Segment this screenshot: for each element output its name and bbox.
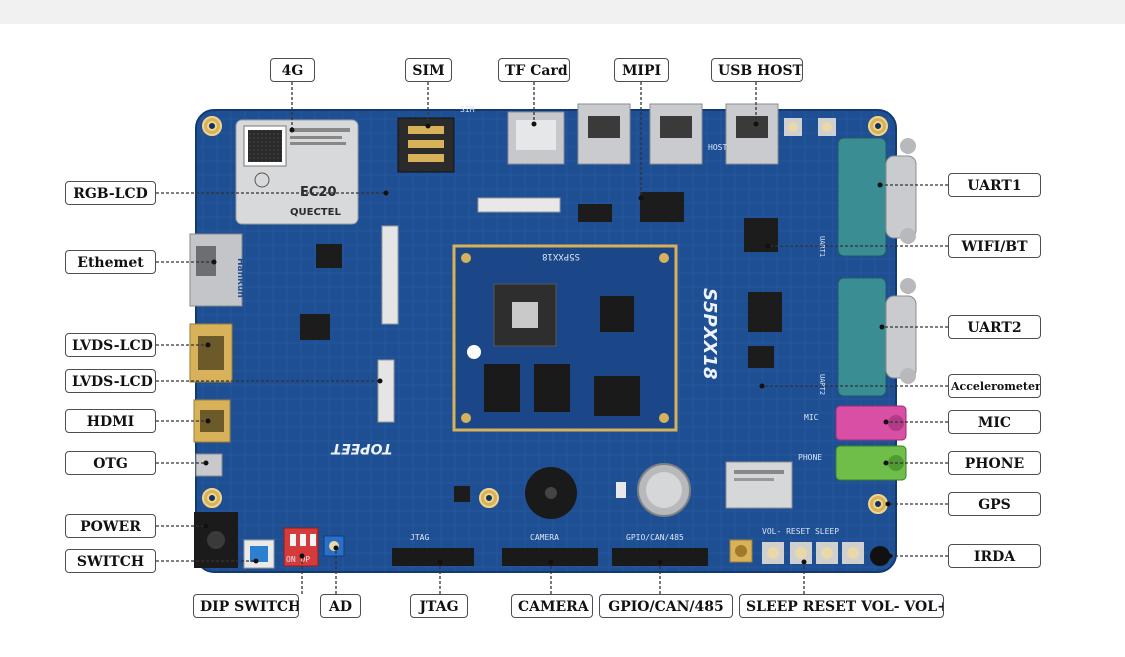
coin-battery: [637, 463, 691, 517]
small-chips: [300, 192, 782, 502]
label-lvds-lcd-2: LVDS-LCD: [65, 369, 156, 393]
label-4g: 4G: [270, 58, 315, 82]
leader-lines: [156, 82, 948, 594]
label-mic: MIC: [948, 410, 1041, 434]
label-usb-host: USB HOST: [711, 58, 803, 82]
switch-part: [243, 539, 275, 569]
label-hdmi: HDMI: [65, 409, 156, 433]
buzzer: [525, 467, 577, 519]
ethernet-jack: HanRun: [189, 233, 245, 307]
silk-dip: ON DP: [286, 555, 310, 564]
label-phone: PHONE: [948, 451, 1041, 475]
left-ports: [189, 323, 233, 477]
bottom-buttons: VOL- RESET SLEEP: [762, 527, 864, 564]
irda-receiver: [870, 546, 890, 566]
usb-ports: [577, 103, 779, 165]
label-mipi: MIPI: [614, 58, 669, 82]
ethernet-brand-text: HanRun: [235, 258, 245, 298]
label-gps: GPS: [948, 492, 1041, 516]
power-jack: [194, 512, 238, 568]
label-ethernet: Ethemet: [65, 250, 156, 274]
label-gpio-can-485: GPIO/CAN/485: [599, 594, 733, 618]
silk-host: HOST: [708, 143, 727, 152]
silk-phone: PHONE: [798, 453, 822, 462]
modem-brand-text: QUECTEL: [290, 207, 341, 218]
brand-text: TOPEET: [330, 440, 392, 456]
mounting-holes: [202, 116, 888, 514]
label-jtag: JTAG: [410, 594, 468, 618]
label-switch: SWITCH: [65, 549, 156, 573]
top-buttons: [784, 118, 836, 136]
uart2-connector: [837, 277, 917, 397]
mipi-connector: [477, 197, 561, 213]
small-switch: [616, 482, 626, 498]
silk-mic: MIC: [804, 413, 819, 422]
side-name-text: S5PXX18: [699, 288, 720, 380]
silk-camera: CAMERA: [530, 533, 559, 542]
label-uart1: UART1: [948, 173, 1041, 197]
label-irda: IRDA: [948, 544, 1041, 568]
silk-gpio: GPIO/CAN/485: [626, 533, 684, 542]
label-ad: AD: [320, 594, 361, 618]
gps-module: [725, 461, 793, 509]
label-otg: OTG: [65, 451, 156, 475]
label-buttons: SLEEP RESET VOL- VOL+: [739, 594, 944, 618]
fpc-connectors: [377, 225, 399, 423]
tf-card-slot: [507, 111, 565, 165]
label-rgb-lcd: RGB-LCD: [65, 181, 156, 205]
silk-uart2: UART2: [818, 374, 826, 395]
silk-jtag: JTAG: [410, 533, 429, 542]
core-name-text: S5PXX18: [542, 251, 580, 261]
bottom-headers: JTAG CAMERA GPIO/CAN/485: [392, 533, 708, 566]
label-wifi-bt: WIFI/BT: [948, 234, 1041, 258]
label-lvds-lcd-1: LVDS-LCD: [65, 333, 156, 357]
audio-jacks: MIC PHONE: [798, 405, 907, 481]
modem-module: EC20 QUECTEL: [235, 119, 359, 225]
top-strip: [0, 0, 1125, 24]
label-power: POWER: [65, 514, 156, 538]
core-board: S5PXX18: [452, 244, 678, 432]
label-uart2: UART2: [948, 315, 1041, 339]
label-accelerometer: Accelerometer: [948, 374, 1041, 398]
silk-sim: SIM: [460, 105, 475, 114]
silk-buttons: VOL- RESET SLEEP: [762, 527, 839, 536]
leader-dots: [203, 121, 893, 565]
ad-potentiometer: [323, 535, 345, 557]
label-dip-switch: DIP SWITCH: [193, 594, 299, 618]
label-sim: SIM: [405, 58, 452, 82]
label-tf-card: TF Card: [498, 58, 570, 82]
sma-connector: [729, 539, 753, 563]
label-camera: CAMERA: [511, 594, 593, 618]
uart1-connector: [837, 137, 917, 257]
dip-switch-part: ON DP: [283, 527, 319, 567]
